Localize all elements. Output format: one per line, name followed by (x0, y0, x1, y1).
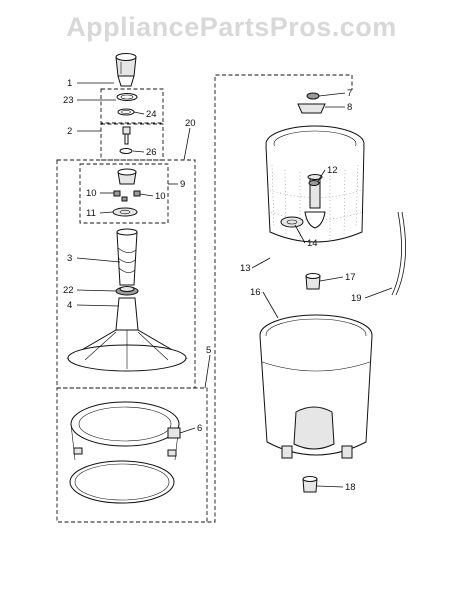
label-7: 7 (347, 88, 352, 99)
part-23-seal (116, 93, 138, 101)
watermark-text: AppliancePartsPros.com (66, 12, 397, 42)
part-16-outer-tub (259, 314, 373, 459)
label-18: 18 (345, 482, 356, 493)
label-26: 26 (146, 147, 157, 158)
part-7-nut (306, 92, 320, 100)
part-18-drain-plug (302, 476, 318, 493)
label-23: 23 (63, 95, 74, 106)
group-box-23 (100, 88, 164, 124)
label-14: 14 (307, 238, 318, 249)
label-12: 12 (327, 165, 338, 176)
group-box-20 (56, 159, 196, 389)
label-10-left: 10 (86, 188, 97, 199)
part-24-o-ring (117, 108, 135, 116)
part-19-hose (391, 211, 406, 296)
part-4-agitator (66, 297, 188, 372)
group-box-2 (100, 123, 164, 161)
part-14-hub (280, 211, 326, 229)
label-6: 6 (197, 423, 202, 434)
part-3-auger (116, 228, 138, 286)
part-11-cam (112, 207, 138, 217)
label-9: 9 (180, 179, 185, 190)
label-8: 8 (347, 102, 352, 113)
label-5: 5 (206, 345, 211, 356)
part-6-seal-ring (69, 460, 175, 504)
label-2: 2 (67, 126, 72, 137)
group-box-9 (79, 163, 169, 224)
part-17-spin-nut (305, 273, 321, 290)
part-22-bearing (115, 286, 139, 296)
label-10-right: 10 (155, 191, 166, 202)
label-17: 17 (345, 272, 356, 283)
part-12-drive-block (308, 180, 320, 186)
part-26-washer (119, 148, 133, 154)
part-1-cap (115, 53, 137, 87)
label-13: 13 (240, 263, 251, 274)
part-2-bolt (122, 126, 131, 145)
label-20: 20 (185, 118, 196, 129)
label-1: 1 (67, 78, 72, 89)
label-24: 24 (146, 109, 157, 120)
leader-lines (76, 82, 393, 488)
group-box-13-outline (123, 74, 353, 523)
label-11: 11 (86, 208, 96, 219)
label-3: 3 (67, 253, 72, 264)
part-8-bracket (297, 103, 326, 114)
label-19: 19 (351, 293, 362, 304)
label-4: 4 (67, 300, 72, 311)
part-9-agitator-dog-kit (113, 168, 141, 202)
label-22: 22 (63, 285, 74, 296)
part-6-tub-ring (70, 401, 181, 461)
label-16: 16 (250, 287, 261, 298)
